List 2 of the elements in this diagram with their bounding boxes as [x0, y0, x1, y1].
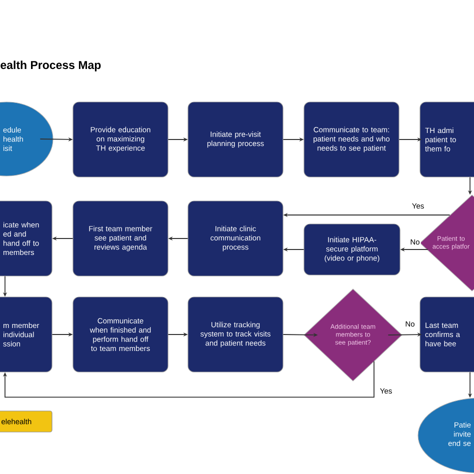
title: ealth Process Map [0, 60, 101, 72]
arrow [2, 360, 374, 398]
